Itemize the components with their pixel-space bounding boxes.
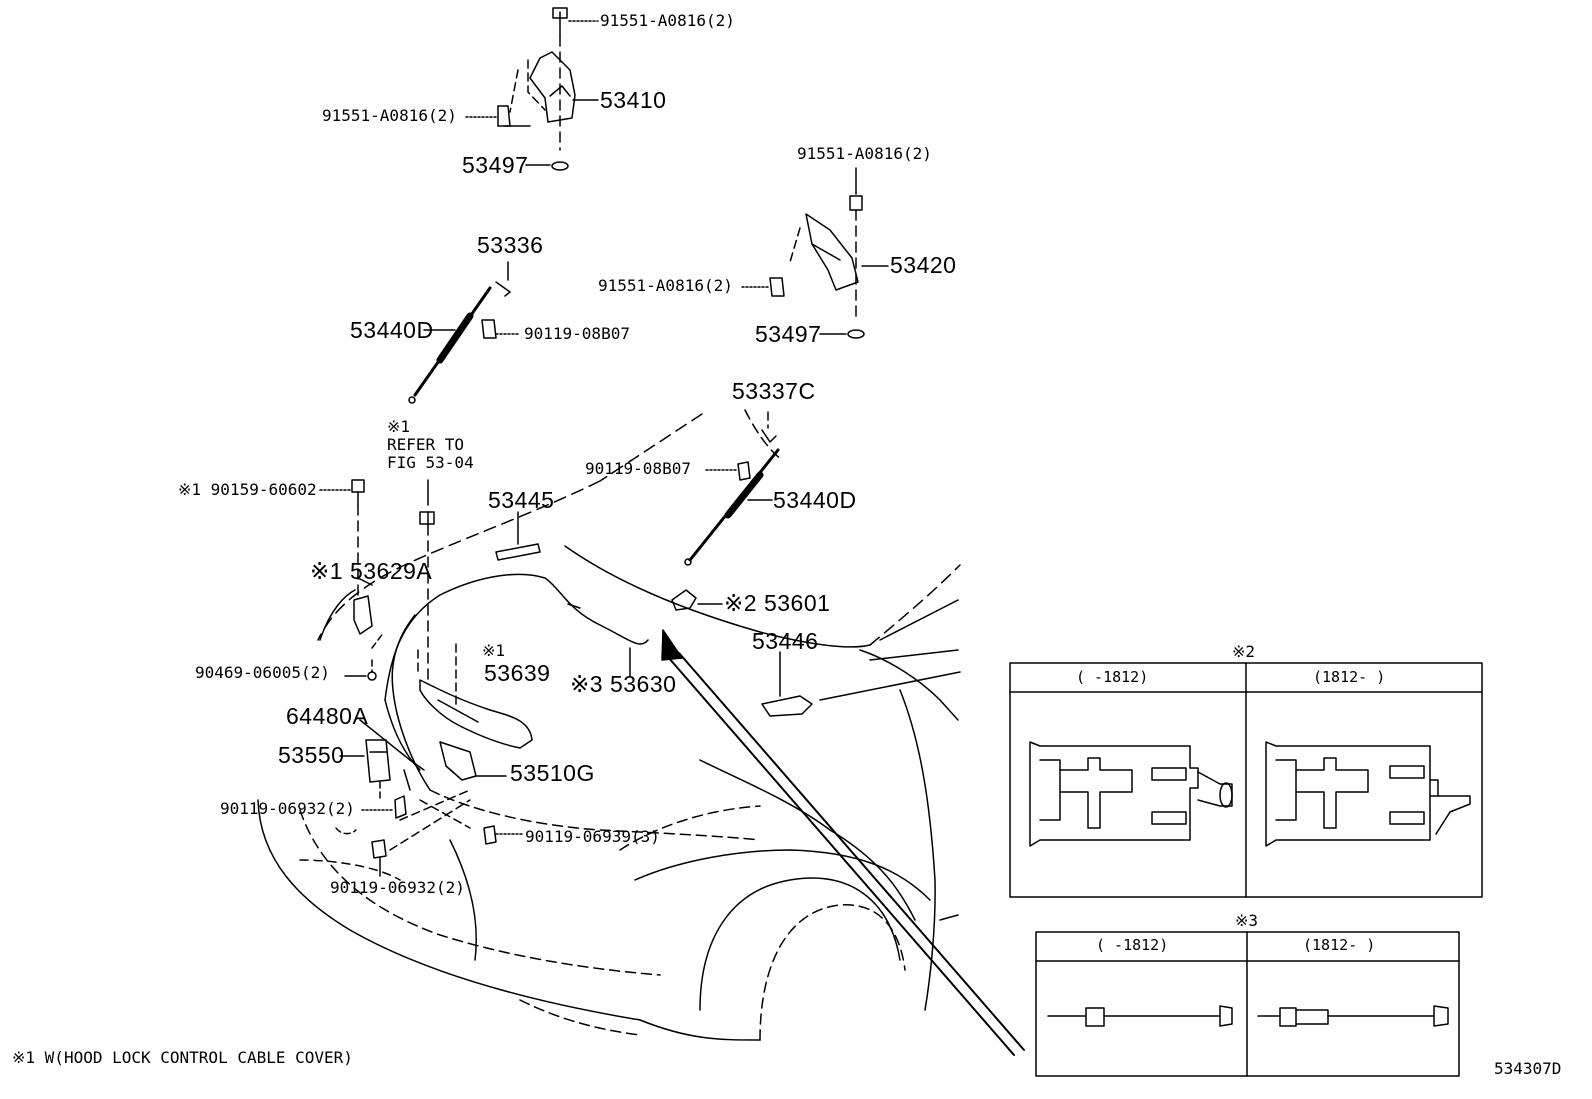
label-53639: 53639	[484, 660, 551, 686]
label-91551-top: 91551-A0816(2)	[600, 11, 735, 30]
hinge-lh	[465, 7, 599, 171]
inset-2-col2: (1812- )	[1313, 668, 1386, 686]
label-53410: 53410	[600, 87, 667, 113]
label-53336: 53336	[477, 232, 544, 258]
label-53440d-lh: 53440D	[350, 317, 434, 343]
label-53420: 53420	[890, 252, 957, 278]
inset-2-title: ※2	[1232, 642, 1256, 661]
label-53601: ※2 53601	[724, 590, 831, 616]
label-53337c: 53337C	[732, 378, 816, 404]
label-53630: ※3 53630	[570, 671, 677, 697]
label-91551-rh: 91551-A0816(2)	[598, 276, 733, 295]
inset-3-col2: (1812- )	[1303, 936, 1376, 954]
inset-3-col1: ( -1812)	[1096, 936, 1169, 954]
label-90119-06932-lower: 90119-06932(2)	[330, 878, 465, 897]
note-refer-line2: FIG 53-04	[387, 453, 474, 472]
hinge-rh	[741, 167, 889, 339]
note-refer-line1: REFER TO	[387, 435, 465, 454]
cable-53630	[384, 479, 649, 771]
label-90119-06932-upper: 90119-06932(2)	[220, 799, 355, 818]
label-90469-06005: 90469-06005(2)	[195, 663, 330, 682]
inset-2-frame	[1009, 662, 1483, 898]
label-53497-rh: 53497	[755, 321, 822, 347]
hood-support-lh	[408, 261, 521, 404]
label-90119-06939: 90119-06939(3)	[525, 827, 660, 846]
label-64480a: 64480A	[286, 703, 369, 729]
label-53445: 53445	[488, 487, 555, 513]
label-53446: 53446	[752, 628, 819, 654]
inset-3-frame	[1035, 931, 1460, 1077]
label-91551-rh-top: 91551-A0816(2)	[797, 144, 932, 163]
bracket-53446	[761, 651, 813, 717]
hood-support-rh	[684, 411, 780, 566]
label-53639-mark: ※1	[482, 641, 506, 660]
note-refer-mark: ※1	[387, 417, 411, 436]
label-53497-lh: 53497	[462, 152, 529, 178]
inset-2-col1: ( -1812)	[1076, 668, 1149, 686]
view-arrow	[661, 629, 1025, 1056]
figure-id: 534307D	[1494, 1059, 1562, 1078]
label-91551-lh: 91551-A0816(2)	[322, 106, 457, 125]
footnote: ※1 W(HOOD LOCK CONTROL CABLE COVER)	[12, 1048, 353, 1067]
label-90119-08b07-lh: 90119-08B07	[524, 324, 630, 343]
protector-53601	[671, 589, 723, 611]
seal-53445	[495, 511, 541, 561]
label-90119-08b07-rh: 90119-08B07	[585, 459, 691, 478]
label-53629a: ※1 53629A	[310, 558, 433, 584]
label-53550: 53550	[278, 742, 345, 768]
label-90159-60602: ※1 90159-60602	[178, 480, 317, 499]
clip-90469	[344, 631, 385, 681]
hood-lock-assembly	[335, 719, 523, 877]
label-53440d-rh: 53440D	[773, 487, 857, 513]
inset-3-title: ※3	[1235, 911, 1259, 930]
label-53510g: 53510G	[510, 760, 595, 786]
cover-53629a	[319, 479, 373, 635]
